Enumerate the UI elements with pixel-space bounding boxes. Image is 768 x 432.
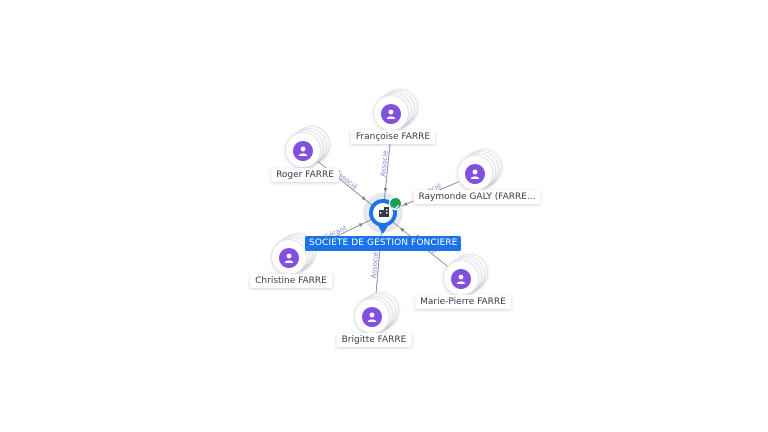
person-node[interactable] <box>443 254 488 299</box>
edge-arrow <box>361 196 366 201</box>
person-name-label[interactable]: Françoise FARRE <box>350 130 436 144</box>
node-stack-card <box>443 260 479 296</box>
company-label[interactable]: SOCIETE DE GESTION FONCIERE <box>305 236 462 251</box>
person-node[interactable] <box>457 149 502 194</box>
person-name-label[interactable]: Marie-Pierre FARRE <box>415 295 511 309</box>
person-icon <box>465 164 485 184</box>
person-name-label[interactable]: Brigitte FARRE <box>336 333 412 347</box>
edge-role-label: Associé <box>370 252 380 279</box>
check-icon <box>389 197 402 211</box>
edge-arrow <box>383 187 388 193</box>
person-icon <box>381 104 401 124</box>
person-node[interactable] <box>271 233 316 278</box>
person-icon <box>451 269 471 289</box>
node-stack-card <box>354 298 390 334</box>
edge-arrow <box>358 223 364 228</box>
edge-arrow <box>403 201 408 206</box>
node-stack-card <box>457 155 493 191</box>
node-stack-card <box>285 132 321 168</box>
edge-arrow <box>400 227 405 232</box>
person-icon <box>279 248 299 268</box>
person-name-label[interactable]: Raymonde GALY (FARRE... <box>413 190 541 204</box>
person-name-label[interactable]: Christine FARRE <box>250 274 332 288</box>
person-name-label[interactable]: Roger FARRE <box>271 168 339 182</box>
building-icon <box>379 207 389 217</box>
person-node[interactable] <box>373 89 418 134</box>
person-node[interactable] <box>354 292 399 337</box>
person-node[interactable] <box>285 126 330 171</box>
node-stack-card <box>271 239 307 275</box>
edge-role-label: Associé <box>379 150 390 177</box>
node-stack-card <box>373 95 409 131</box>
person-icon <box>293 141 313 161</box>
person-icon <box>362 307 382 327</box>
